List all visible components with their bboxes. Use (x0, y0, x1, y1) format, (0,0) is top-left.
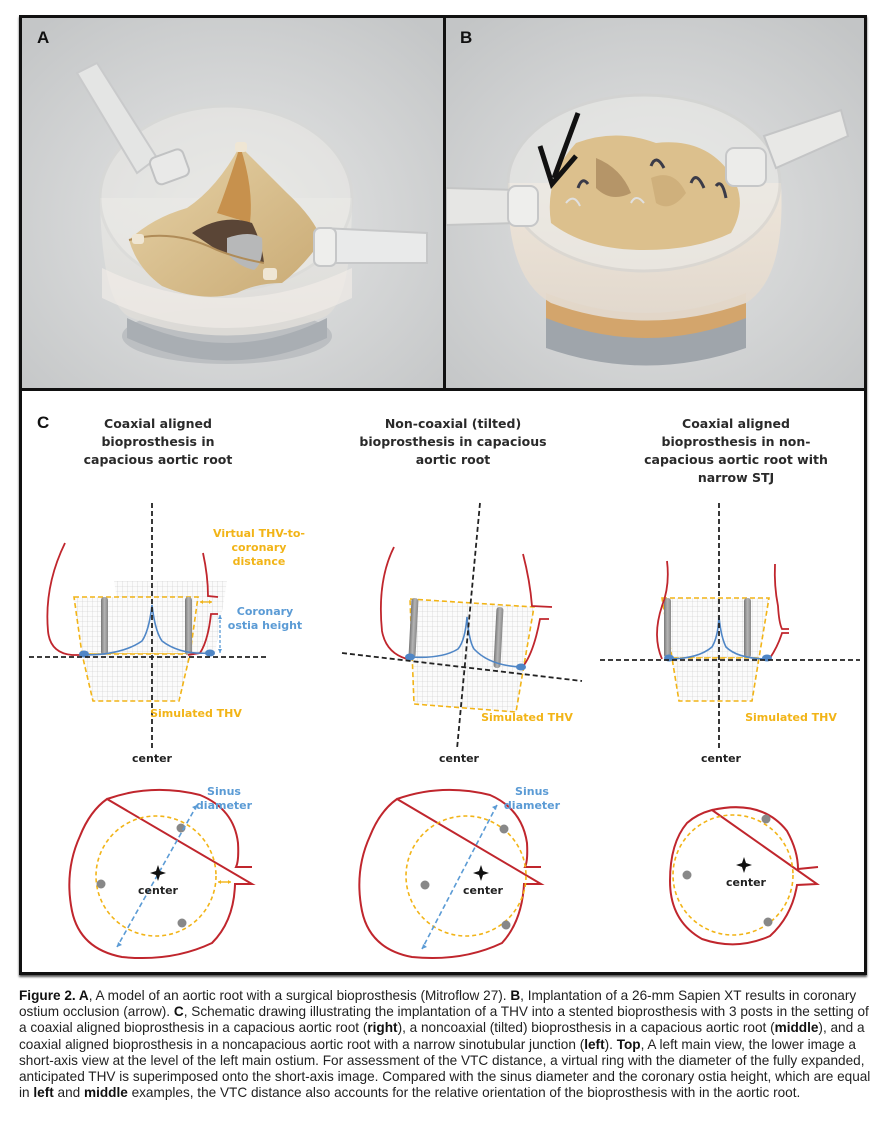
panel-a: A (22, 18, 446, 391)
bioprosthesis-post (493, 607, 504, 669)
center-mark-icon (150, 865, 166, 881)
title-line: Coaxial aligned (682, 416, 790, 431)
title-line: bioprosthesis in (101, 434, 215, 449)
caption-bold-segment: right (367, 1020, 398, 1036)
caption-bold-segment: Top (616, 1036, 641, 1052)
title-line: capacious aortic root (83, 452, 233, 467)
aortic-wall (202, 552, 219, 598)
center-label: center (701, 752, 742, 765)
bioprosthesis-post (664, 598, 671, 658)
post-marker (177, 918, 187, 928)
bioprosthesis-post (101, 597, 108, 655)
caption-text-segment: , A model of an aortic root with a surgi… (88, 988, 511, 1003)
leaflet (409, 616, 523, 668)
caption-text-segment: , Schematic drawing illustrating the imp… (19, 1004, 869, 1036)
aortic-wall (522, 553, 553, 608)
caption-bold-segment: C (173, 1004, 184, 1020)
center-label: center (726, 876, 767, 889)
aortic-root-model-photo (22, 18, 443, 388)
title-line: Coaxial aligned (104, 416, 212, 431)
post-marker (761, 814, 771, 824)
sinus-diameter-line (421, 804, 498, 950)
aortic-wall-cross-section (358, 788, 545, 960)
virtual-thv-ring (405, 815, 527, 937)
title-line: Non-coaxial (tilted) (384, 416, 522, 431)
simulated-thv-outline (661, 597, 770, 659)
post-marker (96, 879, 106, 889)
caption-text-segment: ). (604, 1036, 617, 1052)
caption-text-segment: and (53, 1085, 84, 1101)
aortic-wall (656, 560, 669, 660)
caption-text-segment: , A left main view, the lower image a sh… (19, 1036, 871, 1101)
center-label: center (463, 884, 504, 897)
caption-text-segment: examples, the VTC distance also accounts… (127, 1085, 801, 1101)
tilted-horizontal-axis (341, 652, 583, 682)
center-label: center (138, 884, 179, 897)
caption-bold-segment: middle (83, 1085, 128, 1101)
bioprosthesis-post (185, 597, 192, 655)
aortic-wall (379, 546, 408, 660)
caption-bold-segment: Figure 2. A (19, 988, 89, 1003)
post-marker (501, 920, 511, 930)
title-line: capacious aortic root with (644, 452, 828, 467)
column-title-coaxial-capacious: Coaxial aligned bioprosthesis in capacio… (38, 415, 278, 469)
side-view-tilted-capacious: Simulated THV center (341, 502, 583, 765)
post-marker (420, 880, 430, 890)
caption-bold-segment: left (584, 1036, 605, 1052)
virtual-thv-ring (672, 814, 794, 936)
panel-b-label: B (460, 28, 473, 47)
figure-frame: A (19, 15, 867, 975)
title-line: narrow STJ (697, 470, 775, 485)
panel-c-label: C (37, 413, 50, 432)
virtual-thv-ring (95, 815, 217, 937)
tilted-vertical-axis (456, 502, 481, 750)
bioprosthesis-post (408, 598, 419, 659)
caption-bold-segment: B (510, 988, 521, 1003)
caption-bold-segment: left (33, 1085, 54, 1101)
title-line: aortic root (415, 452, 491, 467)
post-marker (763, 917, 773, 927)
figure-caption: Figure 2. A, A model of an aortic root w… (19, 988, 871, 1101)
simulated-thv-label: Simulated THV (745, 711, 837, 724)
aortic-wall (773, 563, 789, 630)
panel-c-schematic: C Coaxial aligned bioprosthesis in capac… (22, 391, 864, 972)
caption-text-segment: , Implantation of a 26-mm Sapien XT resu… (19, 988, 857, 1020)
panel-a-label: A (37, 28, 50, 47)
caption-text-segment: ), and a coaxial aligned bioprosthesis i… (19, 1020, 865, 1052)
column-title-coaxial-narrow-stj: Coaxial aligned bioprosthesis in non- ca… (616, 415, 856, 487)
aortic-wall-cross-section (68, 788, 256, 960)
simulated-thv-label: Simulated THV (150, 707, 242, 720)
aortic-wall (769, 632, 789, 659)
title-line: bioprosthesis in capacious (359, 434, 547, 449)
caption-bold-segment: middle (774, 1020, 819, 1036)
center-label: center (439, 752, 480, 765)
aortic-wall (46, 542, 84, 656)
center-label: center (132, 752, 173, 765)
center-mark-icon (736, 857, 752, 873)
center-mark-icon (473, 865, 489, 881)
short-axis-coaxial-narrow-stj: center (668, 806, 820, 946)
sapien-xt-implant-photo (446, 18, 864, 388)
bioprosthesis-post (744, 598, 751, 658)
post-marker (499, 824, 509, 834)
simulated-thv-outline (409, 598, 535, 713)
aortic-wall-cross-section (668, 806, 820, 946)
column-title-tilted-capacious: Non-coaxial (tilted) bioprosthesis in ca… (323, 415, 583, 469)
panel-b: B (446, 18, 864, 391)
side-view-coaxial-narrow-stj: Simulated THV center (600, 503, 860, 765)
simulated-thv-label: Simulated THV (481, 711, 573, 724)
leaflet (83, 604, 211, 656)
caption-text-segment: ), a noncoaxial (tilted) bioprosthesis i… (397, 1020, 775, 1036)
post-marker (682, 870, 692, 880)
occlusion-arrow-icon (537, 112, 581, 190)
title-line: bioprosthesis in non- (661, 434, 811, 449)
